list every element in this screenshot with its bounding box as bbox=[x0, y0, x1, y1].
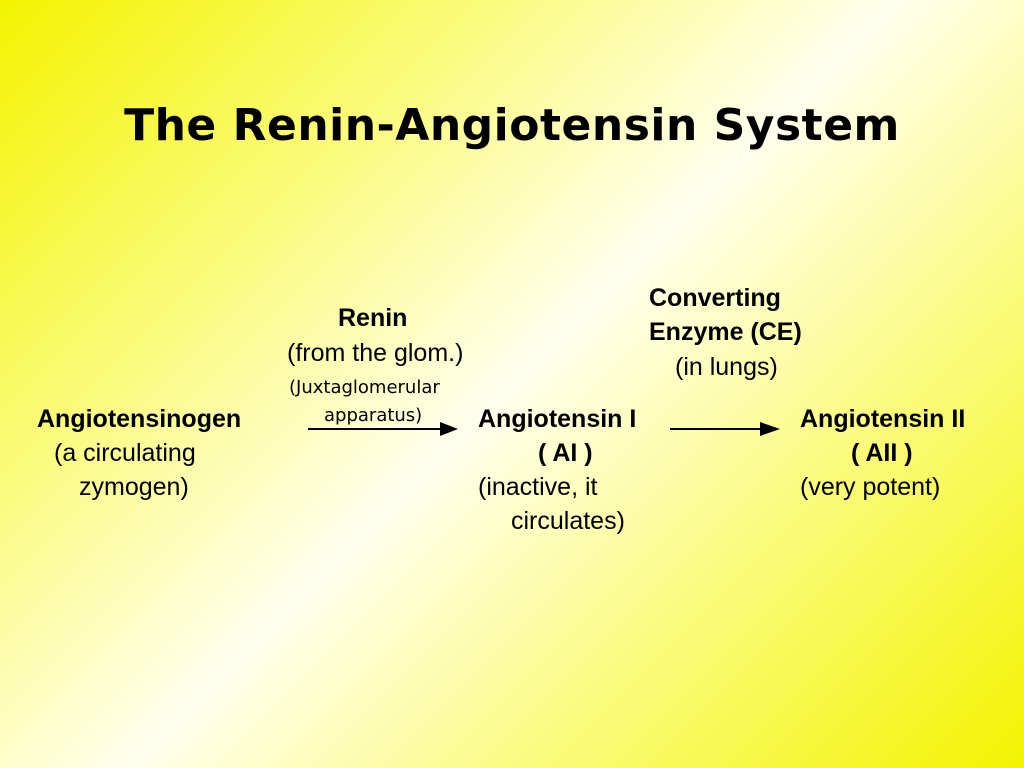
converting-enzyme-label-line1: Converting bbox=[649, 284, 781, 312]
angiotensinogen-desc-line1: (a circulating bbox=[54, 439, 196, 467]
angiotensin-2-desc-line1: (very potent) bbox=[800, 473, 941, 501]
renin-note-line1: (Juxtaglomerular bbox=[289, 377, 440, 398]
angiotensin-2-label: Angiotensin II bbox=[800, 405, 966, 433]
angiotensin-1-label: Angiotensin I bbox=[478, 405, 637, 433]
angiotensinogen-label: Angiotensinogen bbox=[37, 405, 242, 433]
converting-enzyme-location: (in lungs) bbox=[675, 353, 778, 381]
angiotensinogen-desc-line2: zymogen) bbox=[79, 473, 189, 501]
angiotensin-1-abbr: ( AI ) bbox=[538, 439, 593, 467]
converting-enzyme-reaction-arrow bbox=[670, 422, 780, 436]
slide-title: The Renin-Angiotensin System bbox=[124, 100, 900, 151]
angiotensin-1-desc-line1: (inactive, it bbox=[478, 473, 598, 501]
converting-enzyme-label-line2: Enzyme (CE) bbox=[649, 318, 802, 346]
angiotensin-1-desc-line2: circulates) bbox=[511, 507, 625, 535]
renin-label: Renin bbox=[338, 304, 408, 332]
angiotensin-2-abbr: ( AII ) bbox=[851, 439, 913, 467]
renin-note-line2: apparatus) bbox=[324, 405, 423, 426]
renin-reaction-arrow bbox=[308, 422, 458, 436]
renin-source: (from the glom.) bbox=[287, 339, 464, 367]
